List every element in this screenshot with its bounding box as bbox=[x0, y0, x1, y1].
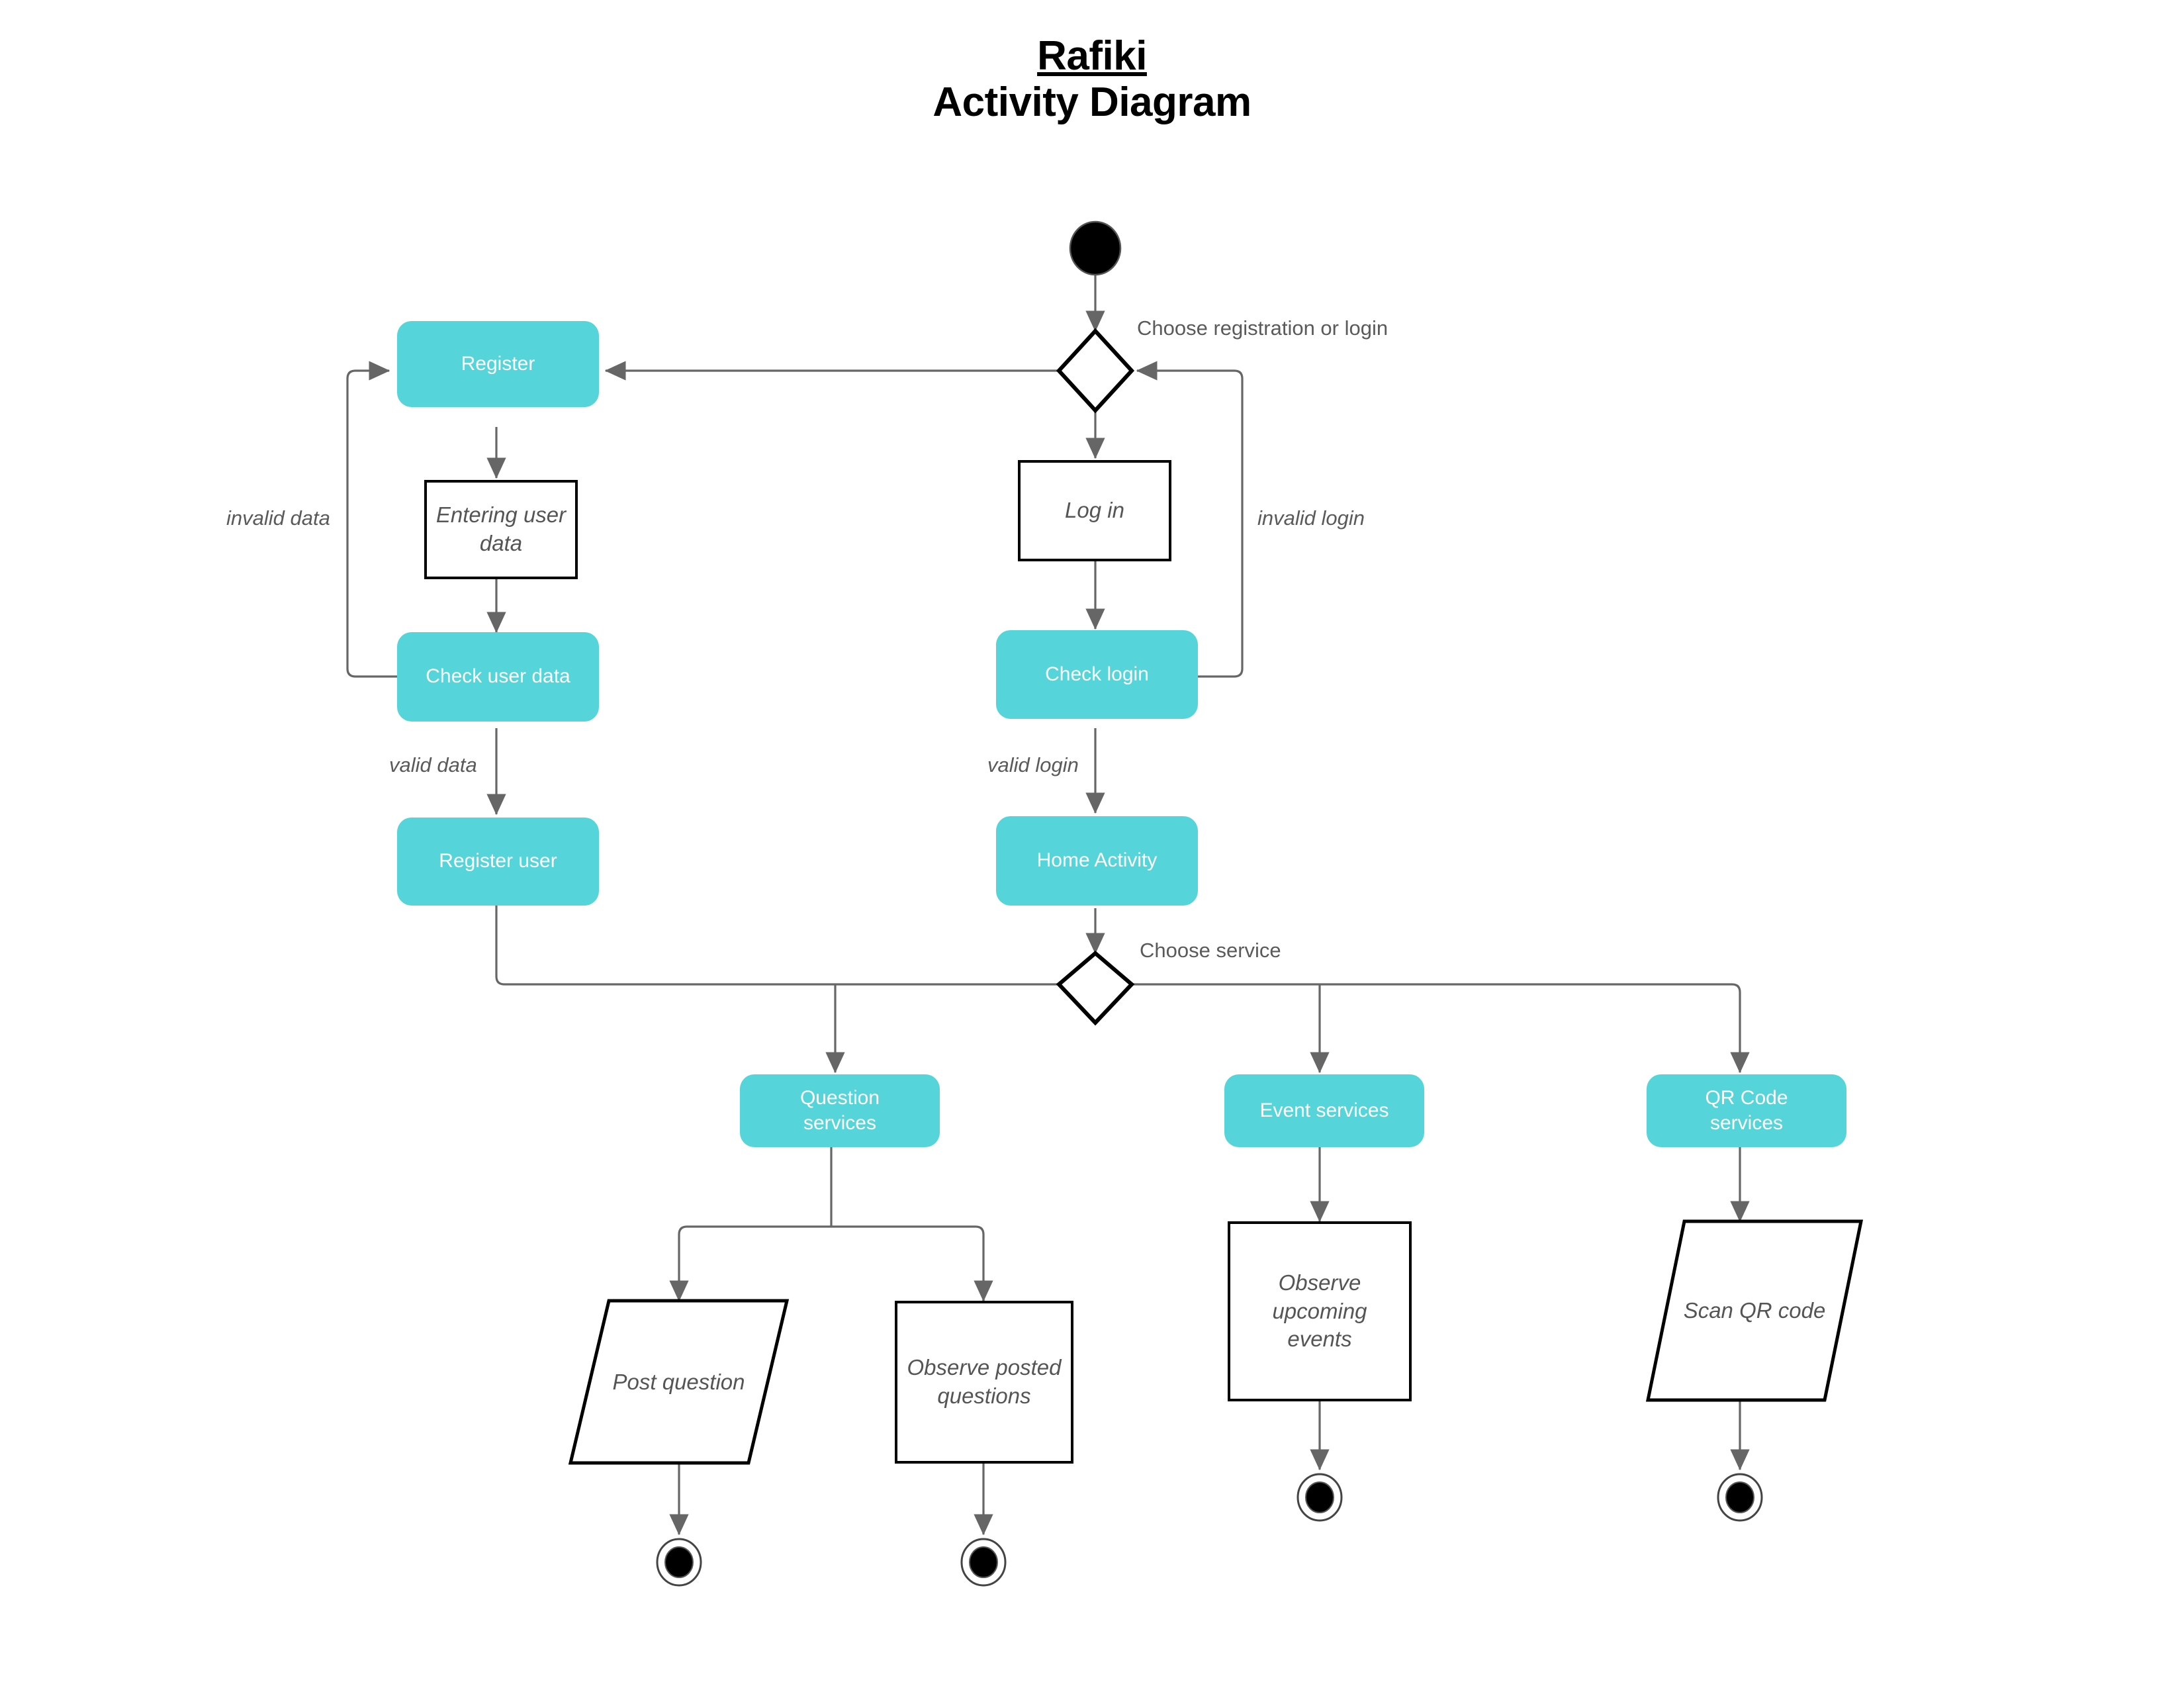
action-node-event-services[interactable]: Event services bbox=[1224, 1074, 1424, 1147]
edge-label-valid-login: valid login bbox=[987, 753, 1079, 776]
action-node-event-services-label: Event services bbox=[1259, 1099, 1389, 1121]
action-node-question-services[interactable]: Question services bbox=[740, 1074, 940, 1147]
action-node-question-services-label: Question services bbox=[799, 1086, 880, 1134]
object-node-observe-posted-questions-label: Observe posted questions bbox=[907, 1355, 1062, 1408]
object-node-log-in-label: Log in bbox=[1065, 498, 1124, 523]
edge-invalid-data-loop bbox=[346, 361, 397, 678]
edge-label-choose-service: Choose service bbox=[1140, 939, 1281, 962]
object-node-entering-user-data[interactable]: Entering user data bbox=[424, 480, 578, 579]
final-node-group bbox=[656, 1473, 1763, 1587]
final-node-events-inner bbox=[1305, 1481, 1334, 1513]
final-node-qr-inner bbox=[1725, 1481, 1754, 1513]
action-node-check-user-data-label: Check user data bbox=[426, 665, 570, 688]
final-node-post-question bbox=[656, 1538, 702, 1587]
final-node-post-question-inner bbox=[664, 1546, 694, 1578]
edge-label-invalid-login: invalid login bbox=[1257, 506, 1365, 530]
decision-node-choose-auth bbox=[1056, 328, 1135, 414]
action-node-home-activity-label: Home Activity bbox=[1036, 849, 1158, 872]
title-main: Rafiki bbox=[1037, 33, 1147, 79]
action-node-qr-code-services-label: QR Code services bbox=[1705, 1086, 1788, 1134]
object-node-scan-qr-code[interactable]: Scan QR code bbox=[1648, 1221, 1861, 1400]
edge-question-split-bus bbox=[678, 1145, 985, 1301]
edge-service-bus-right bbox=[1128, 983, 1741, 1059]
initial-node bbox=[1069, 220, 1122, 276]
final-node-events bbox=[1297, 1473, 1343, 1522]
object-node-post-question-label: Post question bbox=[612, 1369, 745, 1394]
object-node-log-in[interactable]: Log in bbox=[1018, 460, 1171, 561]
diagram-title: Rafiki Activity Diagram bbox=[0, 34, 2184, 126]
action-node-register-user[interactable]: Register user bbox=[397, 818, 599, 906]
decision-node-choose-service bbox=[1056, 951, 1135, 1026]
object-node-entering-user-data-label: Entering user data bbox=[435, 502, 567, 555]
final-node-qr bbox=[1717, 1473, 1763, 1522]
action-node-check-login[interactable]: Check login bbox=[996, 630, 1198, 719]
object-node-observe-upcoming-events[interactable]: Observe upcoming events bbox=[1228, 1221, 1412, 1401]
action-node-check-user-data[interactable]: Check user data bbox=[397, 632, 599, 722]
final-node-observe-questions-inner bbox=[969, 1546, 998, 1578]
action-node-register[interactable]: Register bbox=[397, 321, 599, 407]
action-node-home-activity[interactable]: Home Activity bbox=[996, 816, 1198, 906]
action-node-check-login-label: Check login bbox=[1045, 663, 1149, 685]
object-node-post-question[interactable]: Post question bbox=[570, 1301, 787, 1464]
final-node-observe-questions bbox=[960, 1538, 1007, 1587]
title-sub: Activity Diagram bbox=[933, 79, 1251, 125]
object-node-observe-posted-questions[interactable]: Observe posted questions bbox=[895, 1301, 1073, 1464]
action-node-qr-code-services[interactable]: QR Code services bbox=[1647, 1074, 1846, 1147]
action-node-register-user-label: Register user bbox=[439, 850, 557, 872]
object-node-observe-upcoming-events-label: Observe upcoming events bbox=[1272, 1270, 1367, 1352]
object-node-scan-qr-code-label: Scan QR code bbox=[1683, 1297, 1826, 1323]
action-node-register-label: Register bbox=[461, 352, 535, 375]
edge-label-invalid-data: invalid data bbox=[226, 506, 330, 530]
edge-label-valid-data: valid data bbox=[389, 753, 477, 776]
edge-label-choose-registration-or-login: Choose registration or login bbox=[1137, 316, 1388, 340]
